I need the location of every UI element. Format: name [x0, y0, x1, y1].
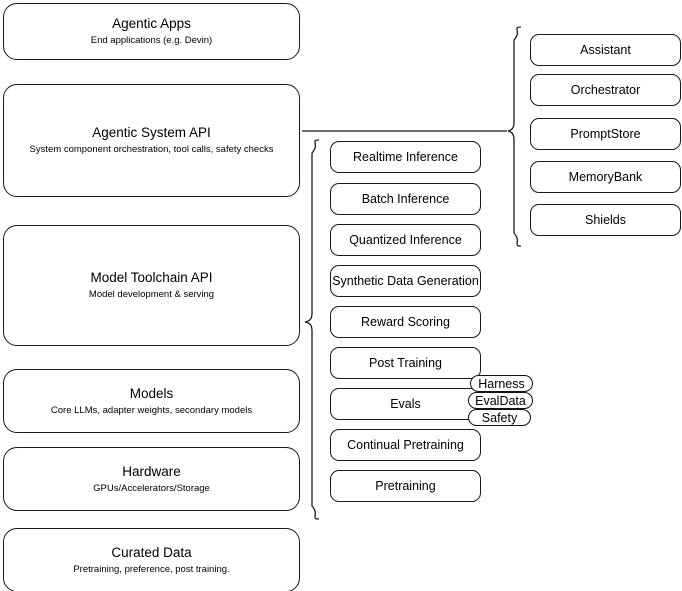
capability-label: Evals: [390, 396, 421, 411]
evals-tag-evaldata[interactable]: EvalData: [468, 392, 533, 409]
layer-model-toolchain-api[interactable]: Model Toolchain API Model development & …: [3, 225, 300, 346]
evals-tag-label: Harness: [478, 376, 525, 391]
component-shields[interactable]: Shields: [530, 204, 681, 236]
capability-label: Reward Scoring: [361, 314, 450, 329]
capability-quantized-inference[interactable]: Quantized Inference: [330, 224, 481, 256]
capability-evals[interactable]: Evals: [330, 388, 481, 420]
component-label: Orchestrator: [570, 82, 641, 97]
layer-subtitle: Pretraining, preference, post training.: [73, 563, 230, 575]
capability-continual-pretraining[interactable]: Continual Pretraining: [330, 429, 481, 461]
layer-subtitle: Core LLMs, adapter weights, secondary mo…: [50, 404, 253, 416]
layer-hardware[interactable]: Hardware GPUs/Accelerators/Storage: [3, 447, 300, 511]
capability-label: Realtime Inference: [353, 149, 458, 164]
capability-label: Batch Inference: [361, 191, 450, 206]
component-label: Shields: [585, 212, 626, 227]
capability-label: Quantized Inference: [349, 232, 462, 247]
capability-label: Continual Pretraining: [347, 437, 464, 452]
layer-title: Hardware: [122, 463, 181, 479]
component-memorybank[interactable]: MemoryBank: [530, 161, 681, 193]
toolchain-capabilities-bracket: [304, 139, 320, 520]
capability-label: Synthetic Data Generation: [332, 273, 479, 288]
capability-reward-scoring[interactable]: Reward Scoring: [330, 306, 481, 338]
component-orchestrator[interactable]: Orchestrator: [530, 74, 681, 106]
layer-title: Models: [129, 385, 174, 401]
capability-label: Post Training: [369, 355, 442, 370]
component-assistant[interactable]: Assistant: [530, 34, 681, 66]
evals-tag-label: EvalData: [475, 393, 526, 408]
component-label: Assistant: [580, 42, 631, 57]
layer-title: Model Toolchain API: [90, 270, 213, 285]
capability-pretraining[interactable]: Pretraining: [330, 470, 481, 502]
layer-agentic-apps[interactable]: Agentic Apps End applications (e.g. Devi…: [3, 3, 300, 60]
component-promptstore[interactable]: PromptStore: [530, 118, 681, 150]
layer-subtitle: Model development & serving: [88, 289, 215, 300]
layer-subtitle: End applications (e.g. Devin): [90, 35, 213, 46]
layer-agentic-system-api[interactable]: Agentic System API System component orch…: [3, 84, 300, 197]
evals-tag-harness[interactable]: Harness: [470, 375, 533, 392]
layer-curated-data[interactable]: Curated Data Pretraining, preference, po…: [3, 528, 300, 591]
evals-tag-safety[interactable]: Safety: [468, 409, 531, 426]
capability-post-training[interactable]: Post Training: [330, 347, 481, 379]
capability-synthetic-data-generation[interactable]: Synthetic Data Generation: [330, 265, 481, 297]
layer-subtitle: System component orchestration, tool cal…: [29, 144, 274, 155]
component-label: MemoryBank: [568, 169, 643, 184]
layer-title: Agentic System API: [92, 125, 211, 140]
capability-label: Pretraining: [375, 478, 436, 493]
evals-tag-label: Safety: [481, 410, 518, 425]
layer-models[interactable]: Models Core LLMs, adapter weights, secon…: [3, 369, 300, 433]
capability-batch-inference[interactable]: Batch Inference: [330, 183, 481, 215]
layer-subtitle: GPUs/Accelerators/Storage: [93, 482, 210, 494]
layer-title: Curated Data: [111, 544, 192, 560]
component-label: PromptStore: [570, 126, 641, 141]
system-components-bracket: [507, 26, 522, 247]
capability-realtime-inference[interactable]: Realtime Inference: [330, 141, 481, 173]
layer-title: Agentic Apps: [112, 16, 191, 31]
